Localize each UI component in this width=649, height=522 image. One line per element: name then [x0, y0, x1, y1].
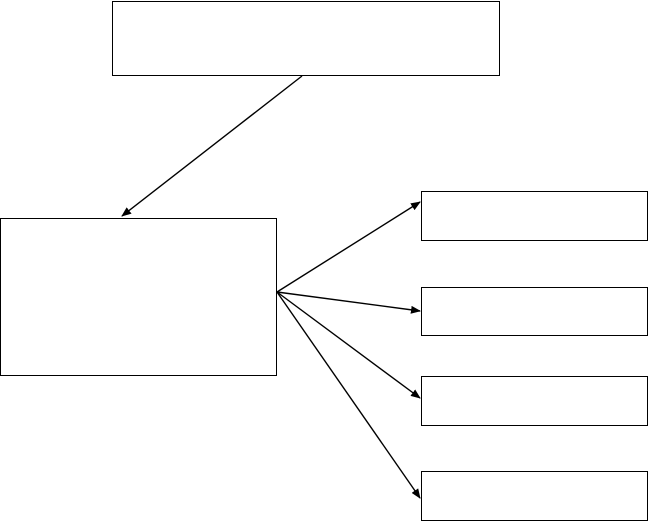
right-box-4: [421, 471, 648, 521]
top-box: [112, 1, 500, 76]
right-box-1-text: [422, 192, 647, 200]
right-box-3-text: [422, 377, 647, 385]
arrow-center-to-right-2: [276, 291, 421, 314]
right-box-1: [421, 191, 648, 241]
right-box-2-text: [422, 288, 647, 296]
right-box-4-text: [422, 472, 647, 480]
right-box-2: [421, 287, 648, 336]
top-box-text: [113, 2, 499, 10]
arrow-center-to-right-3: [276, 291, 421, 399]
right-box-3: [421, 376, 648, 426]
arrow-center-to-right-4: [276, 291, 421, 499]
center-box: [0, 218, 277, 376]
arrow-top-to-center: [121, 75, 303, 217]
center-box-text: [1, 219, 276, 227]
arrow-center-to-right-1: [276, 201, 421, 293]
